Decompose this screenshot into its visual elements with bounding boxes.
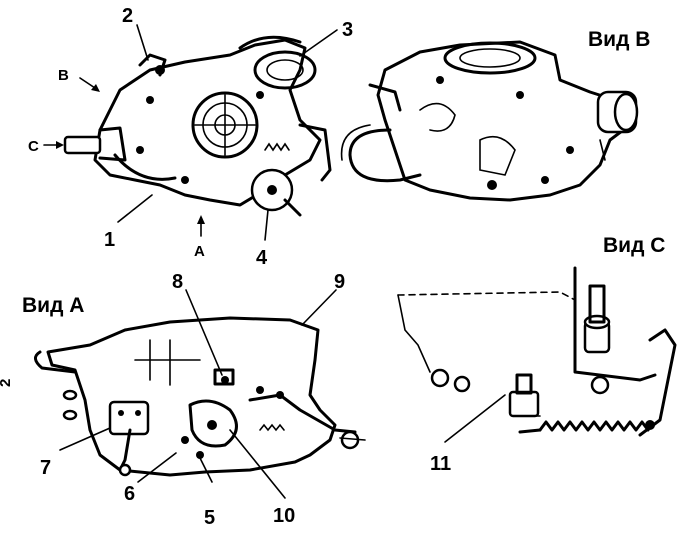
view-b-arrow [79, 77, 100, 92]
callout-9: 9 [334, 271, 345, 293]
arrow-label-b: В [58, 67, 69, 84]
view-b-title: Вид В [588, 28, 650, 51]
leader-4 [264, 209, 269, 241]
leader-7 [59, 427, 111, 451]
view-c-arrow [43, 141, 64, 149]
carburetor-view-c [397, 266, 677, 437]
callout-7: 7 [40, 457, 51, 479]
leader-11 [444, 394, 506, 443]
leader-1 [117, 194, 153, 223]
callout-1: 1 [104, 229, 115, 251]
arrow-label-c: С [28, 138, 39, 155]
leader-9 [301, 289, 337, 326]
leader-6 [137, 452, 177, 483]
view-a-arrow [197, 215, 205, 237]
leader-2 [136, 24, 149, 61]
callout-11: 11 [430, 453, 451, 475]
callout-3: 3 [342, 19, 353, 41]
arrow-label-a: А [194, 243, 205, 260]
callout-10: 10 [273, 505, 295, 527]
leader-5 [199, 457, 213, 483]
leader-10 [229, 429, 286, 499]
callout-2: 2 [122, 5, 133, 27]
callout-8: 8 [172, 271, 183, 293]
callout-6: 6 [124, 483, 135, 505]
callout-4: 4 [256, 247, 268, 269]
margin-mark: 2 [0, 379, 14, 387]
carburetor-view-b [340, 40, 639, 202]
leader-3 [299, 29, 338, 57]
leader-8 [185, 289, 223, 376]
view-a-title: Вид А [22, 294, 84, 317]
callout-5: 5 [204, 507, 215, 529]
carburetor-top-view [63, 35, 332, 217]
carburetor-view-a [34, 316, 366, 477]
view-c-title: Вид С [603, 234, 665, 257]
